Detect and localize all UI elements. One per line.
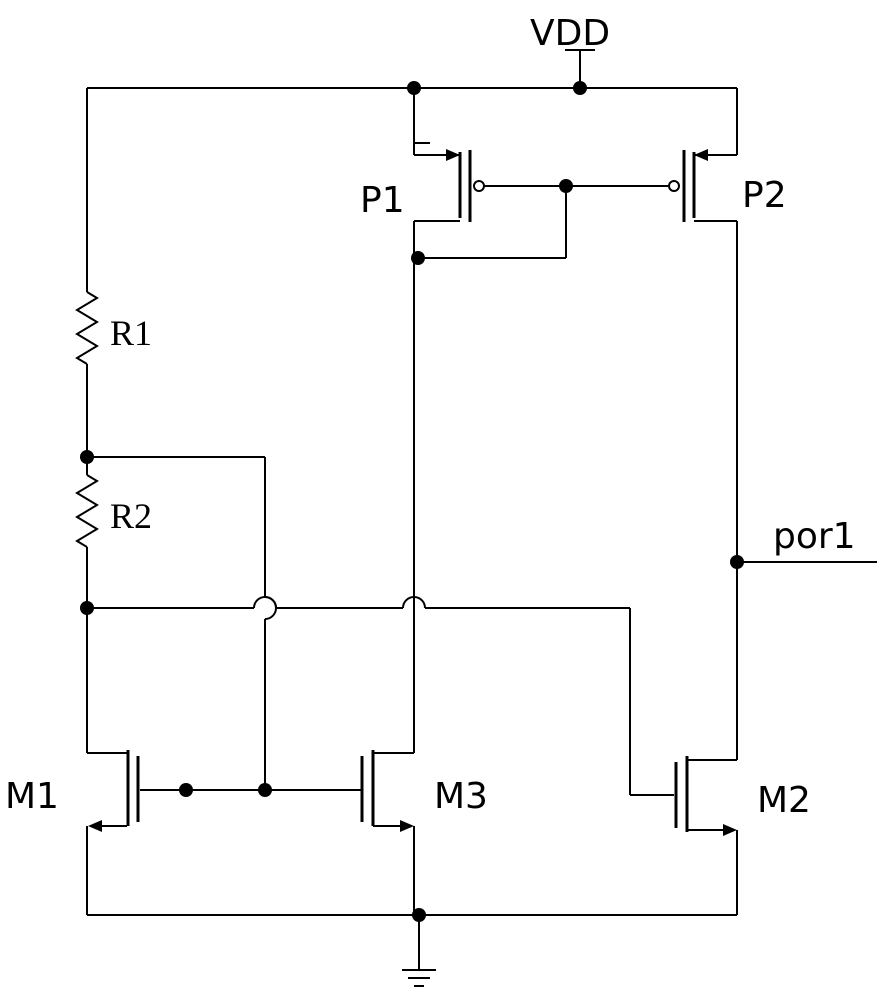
p2-label: P2 <box>742 175 787 216</box>
junction-dot-r1-r2 <box>80 450 94 464</box>
pmos-p2 <box>566 143 738 562</box>
vdd-label: VDD <box>530 13 610 54</box>
ground-rail <box>87 914 737 970</box>
r1-label: R1 <box>110 313 152 353</box>
nmos-m3 <box>360 750 415 915</box>
m1-label: M1 <box>5 776 59 817</box>
junction-dot-m3-gate <box>258 783 272 797</box>
resistor-r1 <box>75 291 99 457</box>
m2-gate-wire <box>87 596 674 796</box>
junction-dot-p1-source <box>407 81 421 95</box>
m2-label: M2 <box>757 780 811 821</box>
p1-diode-connection <box>414 186 567 259</box>
pmos-p1 <box>413 142 566 258</box>
p1-label: P1 <box>360 180 405 221</box>
nmos-m2 <box>674 562 738 915</box>
junction-dot-ground <box>412 908 426 922</box>
junction-dot-pmos-gate <box>559 179 573 193</box>
resistor-r2 <box>75 457 99 608</box>
ground-symbol <box>402 969 436 987</box>
por1-label: por1 <box>773 516 856 557</box>
junction-dots <box>80 81 744 922</box>
junction-dot-por1 <box>730 555 744 569</box>
junction-dot-p1-drain <box>411 251 425 265</box>
junction-dot-m1-gate <box>179 783 193 797</box>
nmos-m1 <box>86 608 186 915</box>
m3-label: M3 <box>434 776 488 817</box>
junction-dot-r2-bottom <box>80 601 94 615</box>
junction-dot-vdd <box>573 81 587 95</box>
r2-label: R2 <box>110 496 152 536</box>
